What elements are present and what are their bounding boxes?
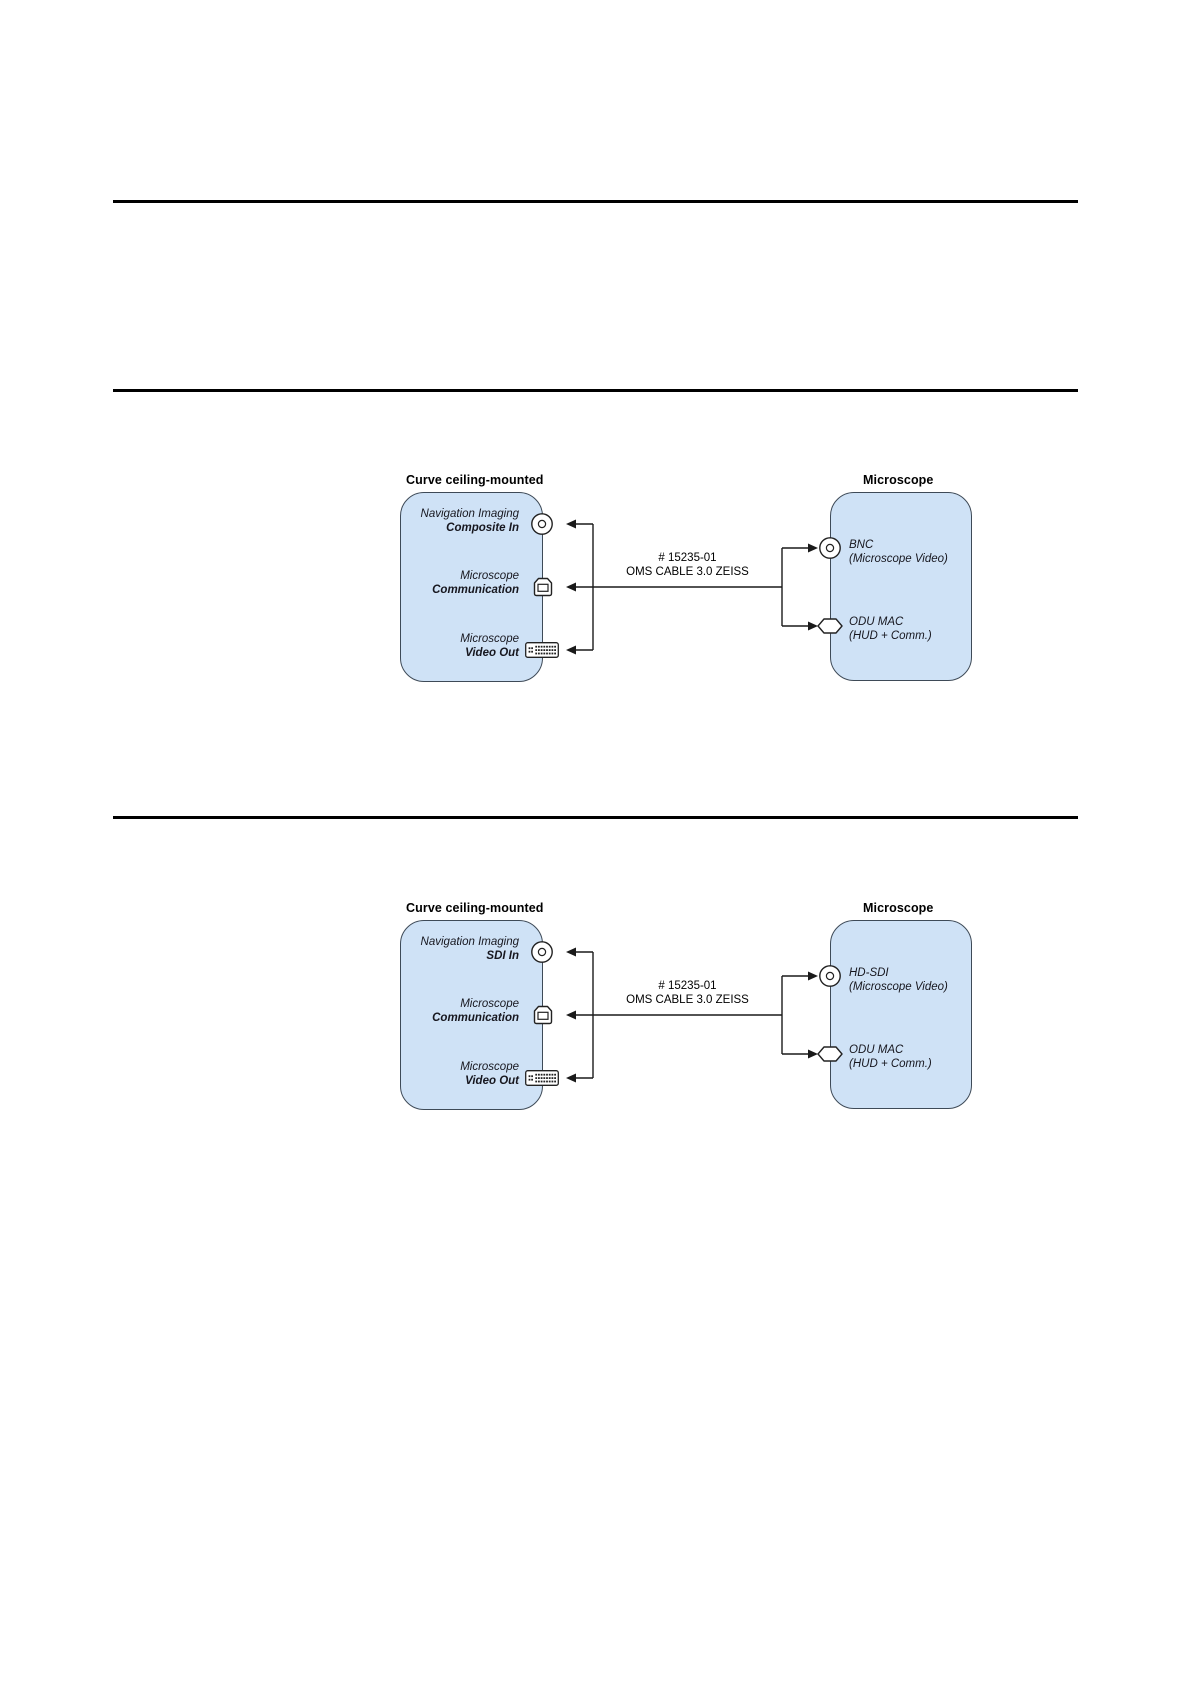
port-label: Microscope Communication [395,998,519,1025]
port-label: Microscope Video Out [395,633,519,660]
cable-part-label: # 15235-01 OMS CABLE 3.0 ZEISS [570,980,805,1007]
section-divider-rule [113,389,1078,392]
port-label: Microscope Communication [395,570,519,597]
port-label-line1: Navigation Imaging [420,936,519,948]
port-label-line2: Communication [432,583,519,596]
port-label-line1: Microscope [460,1061,519,1073]
curve-device-box [400,492,543,682]
port-label-line2: SDI In [486,949,519,962]
cable-part-number: # 15235-01 [658,980,717,992]
bnc-connector-icon [819,965,841,987]
bnc-connector-icon [819,537,841,559]
section-divider-rule [113,816,1078,819]
port-label-line2: (HUD + Comm.) [849,1057,932,1070]
cable-name: OMS CABLE 3.0 ZEISS [626,993,749,1006]
port-label: Navigation Imaging SDI In [395,936,519,963]
port-label-line2: Video Out [465,1074,519,1087]
section-divider-rule [113,200,1078,203]
right-device-title: Microscope [863,473,934,487]
port-label: ODU MAC (HUD + Comm.) [849,616,979,643]
connection-lines-svg [566,947,818,1083]
odu-hex-connector-icon [817,1046,843,1062]
port-label-line2: (Microscope Video) [849,552,948,565]
dvi-connector-icon [525,1070,559,1086]
microscope-device-box [830,920,972,1109]
right-device-title: Microscope [863,901,934,915]
arrowhead [566,519,818,655]
cable-part-label: # 15235-01 OMS CABLE 3.0 ZEISS [570,552,805,579]
port-label: BNC (Microscope Video) [849,539,979,566]
cable-diagram-sdi: Curve ceiling-mounted Microscope [0,428,1191,1684]
port-label-line1: Microscope [460,633,519,645]
microscope-device-box [830,492,972,681]
port-label-line1: ODU MAC [849,1044,904,1056]
port-label-line1: Navigation Imaging [420,508,519,520]
port-label: ODU MAC (HUD + Comm.) [849,1044,979,1071]
left-device-title: Curve ceiling-mounted [406,901,544,915]
port-label-line2: (HUD + Comm.) [849,629,932,642]
port-label-line2: Video Out [465,646,519,659]
port-label: Microscope Video Out [395,1061,519,1088]
port-label: HD-SDI (Microscope Video) [849,967,979,994]
dvi-connector-icon [525,642,559,658]
port-label-line2: Communication [432,1011,519,1024]
left-device-title: Curve ceiling-mounted [406,473,544,487]
port-label-line1: BNC [849,539,874,551]
port-label: Navigation Imaging Composite In [395,508,519,535]
bnc-connector-icon [531,513,553,535]
port-label-line1: HD-SDI [849,967,889,979]
bnc-connector-icon [531,941,553,963]
usb-connector-icon [533,1005,553,1025]
port-label-line1: Microscope [460,998,519,1010]
connection-lines-svg [566,519,818,655]
odu-hex-connector-icon [817,618,843,634]
port-label-line1: ODU MAC [849,616,904,628]
port-label-line1: Microscope [460,570,519,582]
usb-connector-icon [533,577,553,597]
curve-device-box [400,920,543,1110]
port-label-line2: (Microscope Video) [849,980,948,993]
cable-name: OMS CABLE 3.0 ZEISS [626,565,749,578]
arrowhead [566,947,818,1083]
port-label-line2: Composite In [446,521,519,534]
cable-part-number: # 15235-01 [658,552,717,564]
